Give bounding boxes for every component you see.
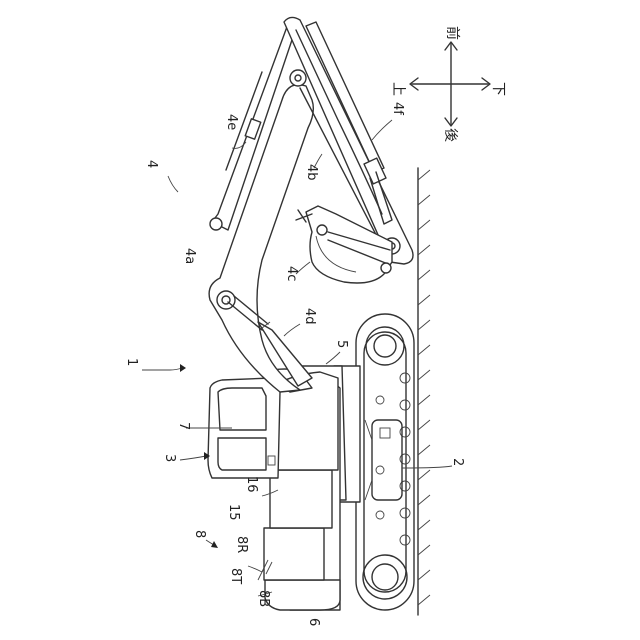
direction-indicator: 前 後 上 下: [390, 26, 506, 142]
boom-top-pin: [290, 70, 306, 86]
label-8T: 8T: [228, 568, 243, 584]
label-4d: 4d: [302, 308, 317, 325]
label-16: 16: [244, 476, 259, 493]
label-4b: 4b: [304, 164, 319, 181]
label-1-arrow: [142, 364, 186, 372]
label-8R: 8R: [234, 536, 249, 553]
label-8: 8: [192, 530, 207, 538]
ground: [418, 168, 430, 615]
label-4f: 4f: [390, 102, 405, 115]
direction-up-label: 上: [390, 82, 406, 96]
direction-down-label: 下: [490, 82, 506, 96]
direction-rear-label: 後: [442, 128, 458, 142]
label-5: 5: [334, 340, 349, 348]
label-1: 1: [124, 358, 139, 366]
label-6: 6: [306, 618, 321, 626]
label-3-arrow: [180, 452, 210, 460]
label-3: 3: [162, 454, 177, 462]
label-4c: 4c: [284, 266, 299, 281]
label-8B: 8B: [256, 590, 271, 607]
direction-front-label: 前: [444, 26, 461, 40]
label-4a: 4a: [182, 248, 197, 264]
label-7: 7: [176, 422, 191, 430]
label-4: 4: [144, 160, 159, 168]
label-8-arrow: [206, 540, 218, 548]
label-2: 2: [450, 458, 465, 466]
label-15: 15: [226, 504, 241, 521]
label-4e: 4e: [224, 114, 239, 130]
crawler-track: [356, 314, 414, 610]
